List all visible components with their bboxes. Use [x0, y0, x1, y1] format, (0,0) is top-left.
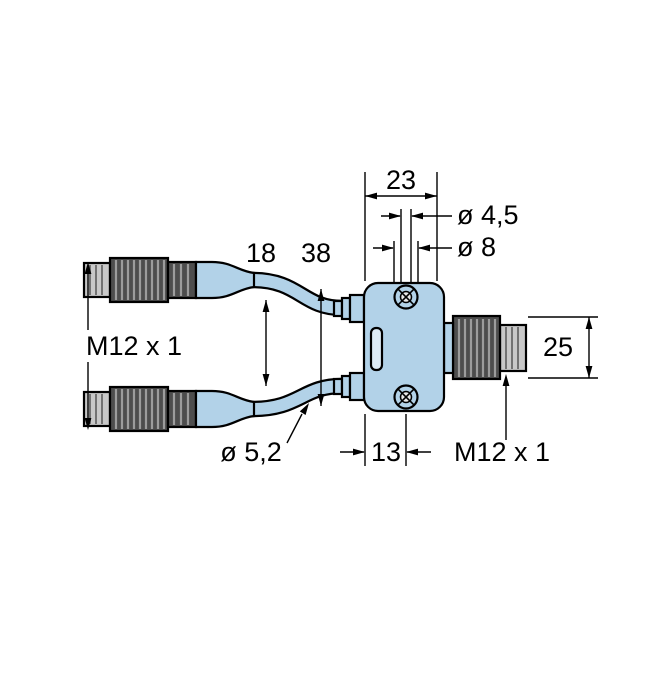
entry-rib-top-2 [340, 296, 352, 321]
dim-25-arrow-down [585, 366, 593, 378]
threaded-tips [82, 261, 528, 428]
knurl-ridges [114, 260, 497, 429]
screw-details [397, 288, 415, 406]
dim-38-label: 38 [301, 238, 331, 268]
dim-hole-large-arrow-left [382, 244, 394, 252]
dim-cable-leader [286, 413, 303, 444]
screw-bottom-cross-2 [397, 388, 415, 406]
boot-bottom-left-connector [194, 389, 256, 429]
dim-hole-small-label: ø 4,5 [457, 200, 519, 230]
dim-23-arrow-left [365, 192, 377, 200]
entry-rib-top-1 [332, 299, 344, 318]
dim-13-label: 13 [371, 437, 401, 467]
dim-cable-arrow [299, 403, 309, 415]
dimension-annotations: 23 ø 4,5 ø 8 18 38 M12 x 1 [84, 165, 598, 467]
cables [251, 271, 343, 418]
splitter-body [362, 281, 446, 413]
knurled-nuts [108, 256, 502, 433]
dim-18-label: 18 [246, 238, 276, 268]
thread-right-connector [498, 323, 528, 373]
dim-25-arrow-up [585, 317, 593, 329]
cable-top [251, 274, 343, 314]
dim-23-label: 23 [386, 165, 416, 195]
thread-ridges [89, 265, 519, 424]
body-label-slot [369, 326, 384, 372]
cable-bottom [251, 380, 343, 415]
right-connector-collar [442, 321, 455, 375]
entry-rib-bottom-3 [348, 371, 366, 402]
entry-rib-bottom-1 [332, 377, 344, 396]
boot-top-left-connector [194, 260, 256, 300]
dim-13-arrow-right [406, 448, 418, 456]
entry-rib-bottom-2 [340, 374, 352, 399]
dim-18-arrow-down [262, 374, 270, 386]
dim-18-arrow-up [262, 300, 270, 312]
dim-38-arrow-up [317, 289, 325, 301]
thread-right-label: M12 x 1 [454, 437, 550, 467]
thread-left-arrow-up [84, 262, 92, 274]
dim-hole-large-label: ø 8 [457, 232, 496, 262]
dim-hole-small-arrow-right [411, 212, 423, 220]
thread-left-label: M12 x 1 [86, 331, 182, 361]
entry-rib-top-3 [348, 293, 366, 324]
dim-hole-small-arrow-left [389, 212, 401, 220]
dim-25-label: 25 [543, 332, 573, 362]
dim-hole-large-arrow-right [418, 244, 430, 252]
dim-cable-label: ø 5,2 [220, 437, 282, 467]
thread-right-arrow [502, 374, 510, 386]
dim-38-arrow-down [317, 394, 325, 406]
dim-23-arrow-right [425, 192, 437, 200]
dim-13-arrow-left [353, 448, 365, 456]
molded-blue-parts [194, 260, 455, 429]
thread-left-arrow-down [84, 418, 92, 430]
screw-top-cross-2 [397, 288, 415, 306]
